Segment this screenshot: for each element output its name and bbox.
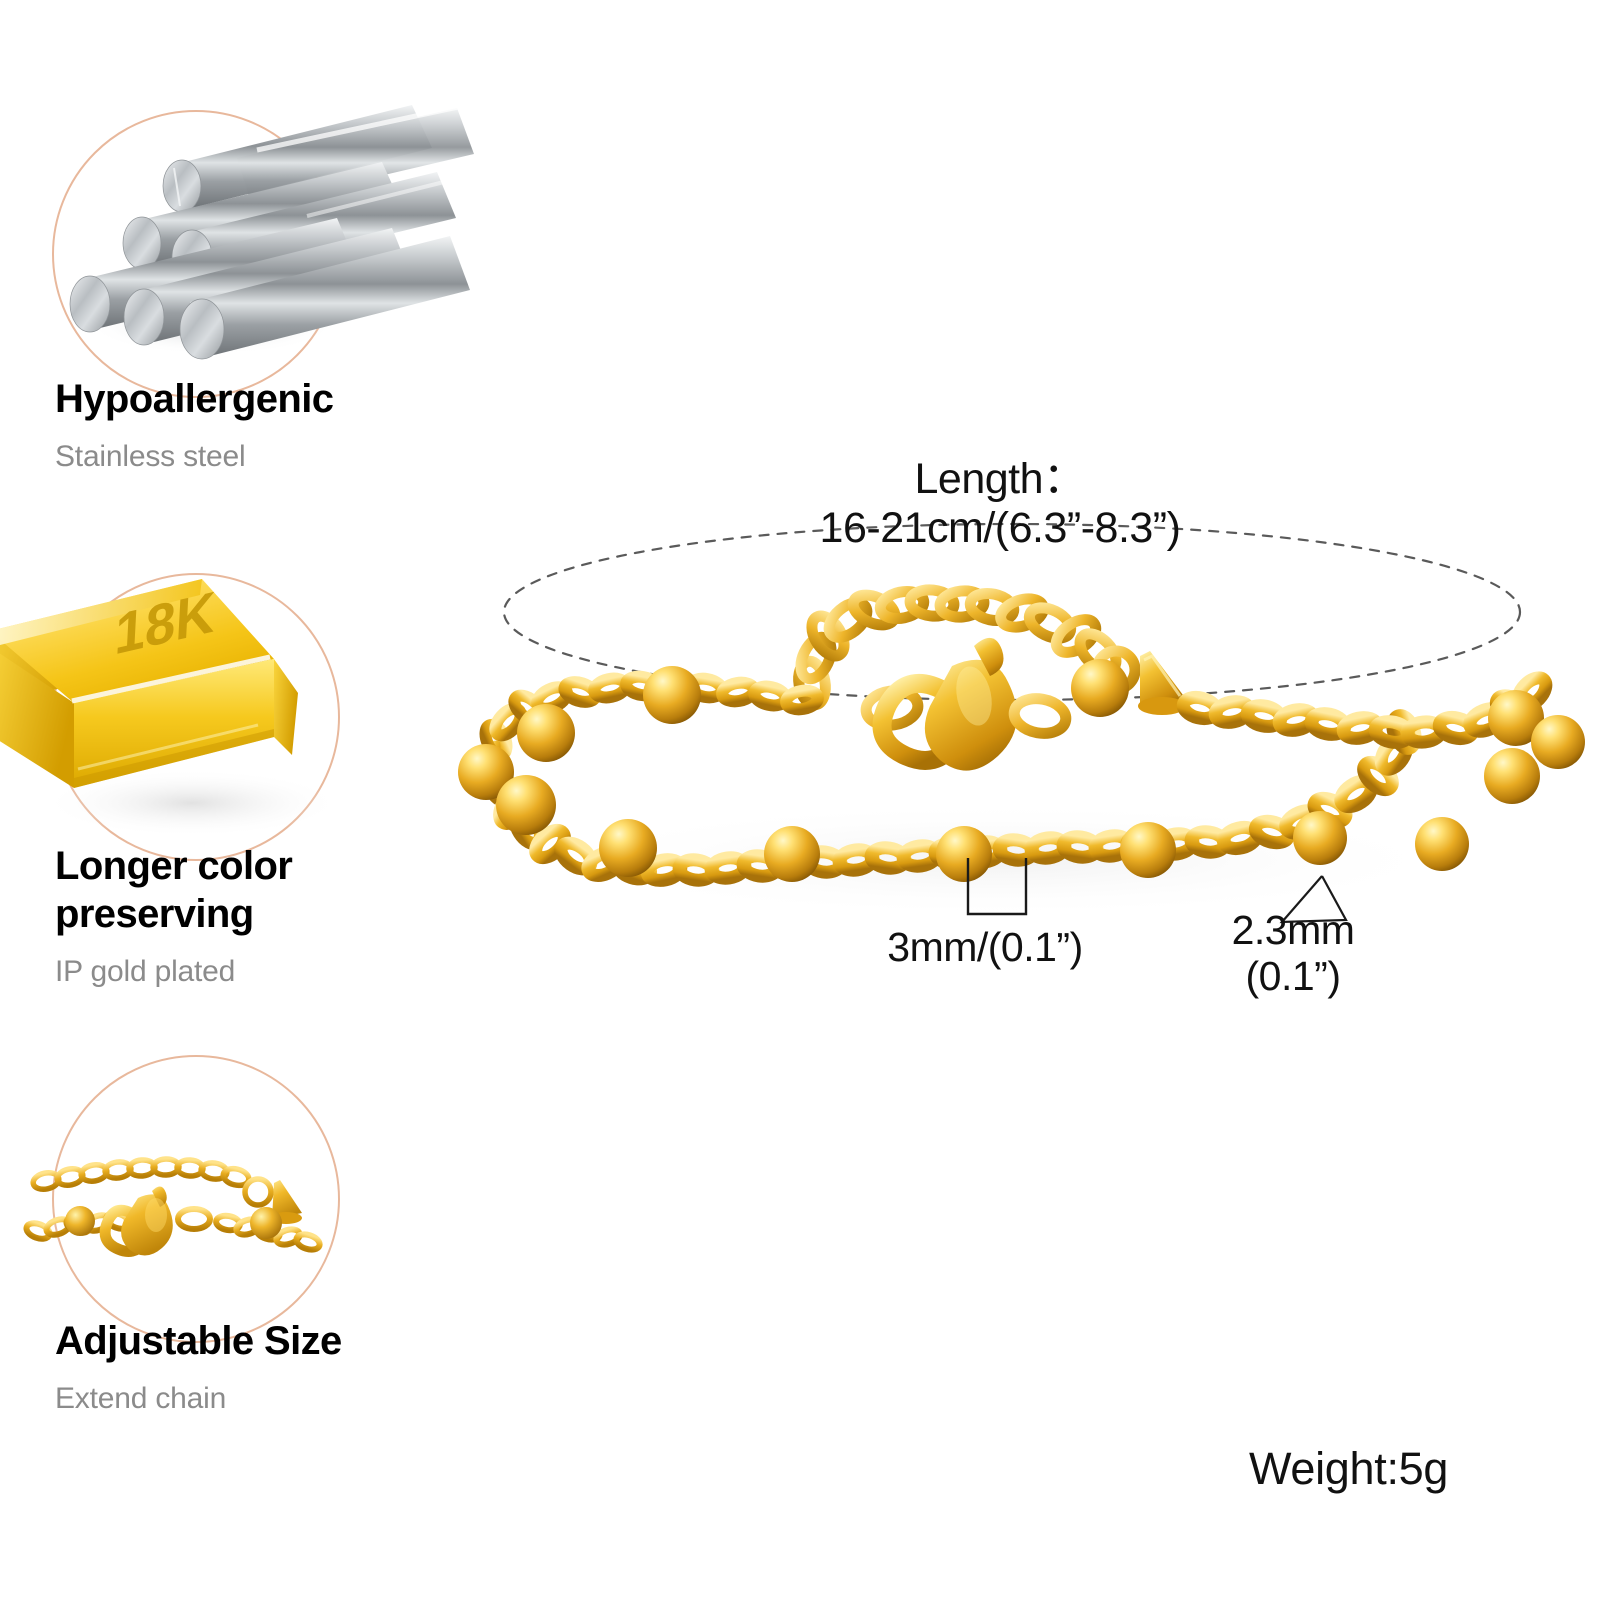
feature-title-longer-color-line1: Longer color <box>55 844 293 888</box>
gold-bar-circle: 18K <box>0 573 342 861</box>
lobster-clasp <box>860 637 1072 771</box>
gold-bar-18k-icon: 18K <box>0 579 342 837</box>
bead-diameter-bracket <box>966 858 1028 916</box>
feature-subtitle-extend-chain: Extend chain <box>55 1382 227 1415</box>
bead <box>764 826 820 882</box>
bead <box>643 666 701 724</box>
length-label: Length： 16-21cm/(6.3”-8.3”) <box>740 455 1260 553</box>
bead <box>1415 817 1469 871</box>
clasp-extender-chain-icon <box>23 1156 323 1257</box>
bead <box>1071 659 1129 717</box>
chain-width-text-line1: 2.3mm <box>1231 907 1355 953</box>
steel-rods-icon <box>69 101 474 360</box>
bead <box>1293 811 1347 865</box>
feature-title-longer-color-line2: preserving <box>55 892 254 936</box>
bead-group-lower <box>599 811 1347 882</box>
bead-group-upper <box>458 659 1129 835</box>
drop-end-cap <box>1138 651 1186 715</box>
chain-bead <box>65 1206 95 1236</box>
feature-title-hypoallergenic: Hypoallergenic <box>55 377 334 421</box>
clasp-chain-circle <box>23 1055 340 1343</box>
length-label-line2: 16-21cm/(6.3”-8.3”) <box>819 504 1181 553</box>
chain-width-leader <box>1279 875 1348 924</box>
bead <box>1488 690 1544 746</box>
feature-subtitle-hypoallergenic: Stainless steel <box>55 440 246 473</box>
bead-cluster-right <box>1415 690 1585 871</box>
bead <box>517 704 575 762</box>
chain-width-text-line2: (0.1”) <box>1245 952 1341 999</box>
bead <box>599 819 657 877</box>
bead <box>458 744 514 800</box>
bead-diameter-text: 3mm/(0.1”) <box>887 924 1083 970</box>
bead <box>1531 715 1585 769</box>
bead <box>1484 748 1540 804</box>
chain-width-label: 2.3mm (0.1”) <box>1198 907 1388 1000</box>
feature-title-adjustable-size: Adjustable Size <box>55 1319 342 1363</box>
bead <box>496 775 556 835</box>
bead <box>936 826 992 882</box>
feature-subtitle-ip-gold-plated: IP gold plated <box>55 955 236 988</box>
bracelet-illustration <box>458 522 1585 924</box>
length-label-line1: Length： <box>914 455 1086 503</box>
product-photo-area <box>440 440 1600 1060</box>
bead-diameter-label: 3mm/(0.1”) <box>845 924 1125 971</box>
steel-rods-circle <box>52 101 474 398</box>
bead-measured <box>1120 822 1176 878</box>
weight-label: Weight:5g <box>1249 1443 1449 1494</box>
chain-bead <box>250 1207 282 1239</box>
